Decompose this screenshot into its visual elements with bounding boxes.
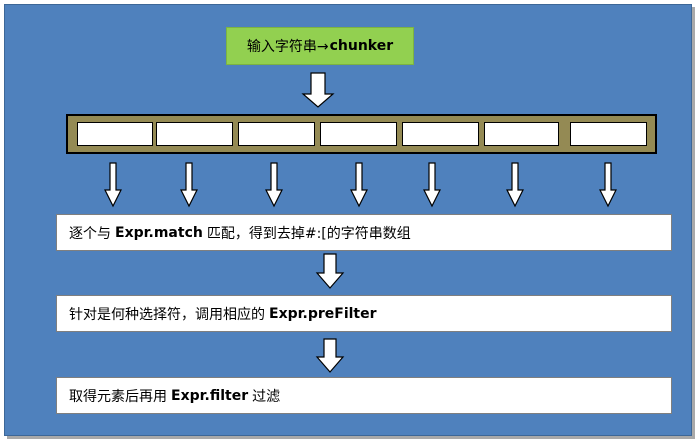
chunk-cell <box>320 122 397 146</box>
step-filter-suffix: 过滤 <box>252 388 281 405</box>
chunk-cell <box>484 122 559 146</box>
step-filter-code: Expr.filter <box>171 387 249 404</box>
input-code: chunker <box>329 38 394 54</box>
step-prefilter-prefix: 针对是何种选择符，调用相应的 <box>69 306 265 323</box>
step-match-prefix: 逐个与 <box>69 225 111 242</box>
step-match-code: Expr.match <box>115 224 203 241</box>
step-prefilter-code: Expr.preFilter <box>269 305 377 322</box>
chunk-cell <box>570 122 647 146</box>
chunk-array-bar <box>66 114 657 154</box>
chunk-cell <box>77 122 153 146</box>
step-filter-prefix: 取得元素后再用 <box>69 388 167 405</box>
chunk-cell <box>402 122 479 146</box>
input-label: 输入字符串→ <box>246 39 329 55</box>
step-match-suffix: 匹配，得到去掉#:[的字符串数组 <box>206 225 411 242</box>
chunk-cell <box>156 122 233 146</box>
chunk-cell <box>238 122 315 146</box>
input-string-box: 输入字符串→chunker <box>226 27 414 65</box>
